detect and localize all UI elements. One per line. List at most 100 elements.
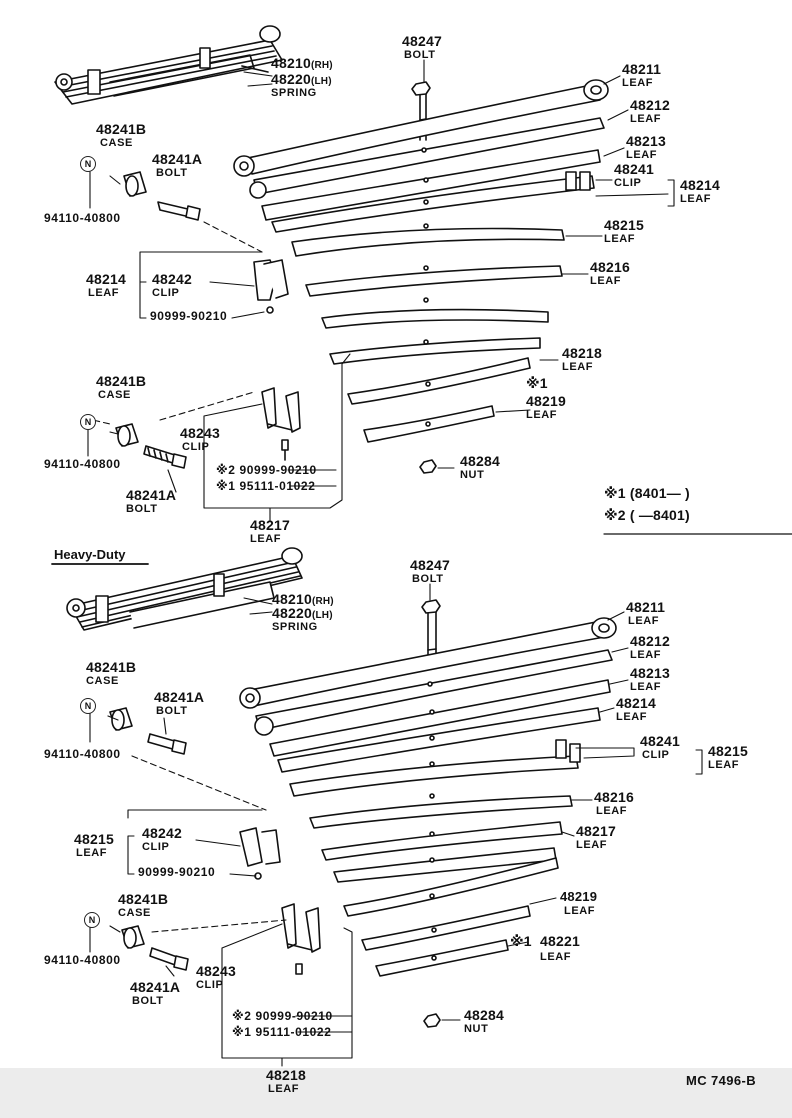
label-leaf-48216-heavy: 48216	[594, 789, 634, 805]
nut-top	[419, 459, 437, 474]
leaf-stack-top	[233, 79, 609, 443]
label-bolt-48247-top-name: BOLT	[404, 49, 436, 61]
label-case-48241b-heavy-name: CASE	[86, 675, 119, 687]
label-bolt-48241a-heavy: 48241A	[154, 689, 205, 705]
label-leaf-48221-heavy: 48221	[540, 933, 580, 949]
label-bolt-48241a-heavy-2: 48241A	[130, 979, 181, 995]
label-leaf-48212-top: 48212	[630, 97, 670, 113]
label-spring-name-heavy: SPRING	[272, 621, 318, 633]
label-leaf-48213-heavy: 48213	[630, 665, 670, 681]
label-leaf-48215-heavy-name: LEAF	[708, 759, 740, 771]
label-case-48241b-top-2-name: CASE	[98, 389, 131, 401]
label-pn-94110-heavy-2: 94110-40800	[44, 953, 121, 967]
label-leaf-48216-heavy-name: LEAF	[596, 805, 628, 817]
label-bolt-48247-heavy: 48247	[410, 557, 450, 573]
label-mark-1-top: ※1	[526, 375, 548, 391]
label-leaf-48215-top-name: LEAF	[604, 233, 636, 245]
label-pn-94110-top: 94110-40800	[44, 211, 121, 225]
label-clip-48243-heavy-name: CLIP	[196, 979, 224, 991]
label-nut-48284-top-name: NUT	[460, 469, 485, 481]
leader-lines-heavy	[89, 583, 703, 1067]
label-ref-2-heavy: ※2 90999-90210	[232, 1009, 333, 1023]
leader-lines-top	[83, 59, 675, 523]
label-bolt-48241a-top-2: 48241A	[126, 487, 177, 503]
side-suffix: (LH)	[311, 610, 333, 621]
label-leaf-48212-heavy-name: LEAF	[630, 649, 662, 661]
label-clip-48243-top: 48243	[180, 425, 220, 441]
label-pn-94110-top-2: 94110-40800	[44, 457, 121, 471]
label-leaf-48218-heavy: 48218	[266, 1067, 306, 1083]
label-leaf-group-48215: 48215	[74, 831, 114, 847]
label-clip-48242-top: 48242	[152, 271, 192, 287]
label-case-48241b-heavy-2: 48241B	[118, 891, 169, 907]
part-number: 48210	[271, 55, 311, 71]
label-case-48241b-top-2: 48241B	[96, 373, 147, 389]
label-leaf-48214-top-name: LEAF	[680, 193, 712, 205]
label-leaf-48214-top: 48214	[680, 177, 720, 193]
label-clip-48242-heavy: 48242	[142, 825, 182, 841]
label-leaf-group-48214-name: LEAF	[88, 287, 120, 299]
label-leaf-48213-top: 48213	[626, 133, 666, 149]
label-leaf-group-48214: 48214	[86, 271, 126, 287]
label-leaf-48218-top: 48218	[562, 345, 602, 361]
label-bolt-48241a-top-2-name: BOLT	[126, 503, 158, 515]
label-leaf-48217-top-name: LEAF	[250, 533, 282, 545]
label-clip-48243-heavy: 48243	[196, 963, 236, 979]
label-ref-1-top: ※1 95111-01022	[216, 479, 316, 493]
label-spring-lh-heavy: 48220(LH)	[272, 606, 333, 621]
label-leaf-48213-top-name: LEAF	[626, 149, 658, 161]
label-clip-48243-top-name: CLIP	[182, 441, 210, 453]
label-leaf-48217-heavy-name: LEAF	[576, 839, 608, 851]
leaf-stack-heavy	[239, 617, 617, 977]
label-leaf-48214-heavy-name: LEAF	[616, 711, 648, 723]
spring-assembly-thumbnail-heavy	[66, 547, 303, 631]
label-leaf-48215-heavy: 48215	[708, 743, 748, 759]
label-leaf-48216-top-name: LEAF	[590, 275, 622, 287]
label-nut-48284-heavy-name: NUT	[464, 1023, 489, 1035]
label-bolt-48241a-top-name: BOLT	[156, 167, 188, 179]
label-nut-48284-top: 48284	[460, 453, 500, 469]
label-leaf-48212-heavy: 48212	[630, 633, 670, 649]
label-pn-90999-heavy: 90999-90210	[138, 865, 216, 879]
n-marker-icon: N	[80, 414, 96, 430]
label-pn-90999-top: 90999-90210	[150, 309, 228, 323]
n-marker-icon: N	[84, 912, 100, 928]
label-leaf-48214-heavy: 48214	[616, 695, 656, 711]
center-bolt-heavy	[421, 599, 441, 665]
footer-band	[0, 1068, 792, 1118]
label-spring-rh: 48210(RH)	[271, 56, 333, 71]
label-clip-48241-top-name: CLIP	[614, 177, 642, 189]
label-leaf-48218-top-name: LEAF	[562, 361, 594, 373]
label-leaf-48221-heavy-name: LEAF	[540, 951, 572, 963]
figure-code: MC 7496-B	[686, 1073, 757, 1088]
label-case-48241b-heavy: 48241B	[86, 659, 137, 675]
n-marker-icon: N	[80, 698, 96, 714]
side-suffix: (RH)	[310, 60, 333, 71]
label-leaf-group-48215-name: LEAF	[76, 847, 108, 859]
label-bolt-48247-heavy-name: BOLT	[412, 573, 444, 585]
spring-assembly-thumbnail	[54, 25, 283, 105]
label-ref-1-heavy: ※1 95111-01022	[232, 1025, 332, 1039]
label-clip-48241-heavy: 48241	[640, 733, 680, 749]
label-leaf-48215-top: 48215	[604, 217, 644, 233]
label-leaf-48211-heavy: 48211	[626, 599, 666, 615]
label-leaf-48211-top: 48211	[622, 61, 662, 77]
label-bolt-48241a-heavy-name: BOLT	[156, 705, 188, 717]
legend-line-1: ※1 (8401— )	[604, 485, 690, 501]
label-leaf-48219-top-name: LEAF	[526, 409, 558, 421]
label-leaf-48213-heavy-name: LEAF	[630, 681, 662, 693]
label-spring-name: SPRING	[271, 87, 317, 99]
label-clip-48242-top-name: CLIP	[152, 287, 180, 299]
label-leaf-48219-top: 48219	[526, 393, 566, 409]
shackle-hardware-top	[115, 171, 301, 469]
label-leaf-48212-top-name: LEAF	[630, 113, 662, 125]
label-clip-48241-heavy-name: CLIP	[642, 749, 670, 761]
label-bolt-48241a-heavy-2-name: BOLT	[132, 995, 164, 1007]
part-number: 48210	[272, 591, 312, 607]
side-suffix: (LH)	[310, 76, 332, 87]
label-spring-lh: 48220(LH)	[271, 72, 332, 87]
label-leaf-48217-top: 48217	[250, 517, 290, 533]
label-spring-rh-heavy: 48210(RH)	[272, 592, 334, 607]
label-leaf-48218-heavy-name: LEAF	[268, 1083, 300, 1095]
